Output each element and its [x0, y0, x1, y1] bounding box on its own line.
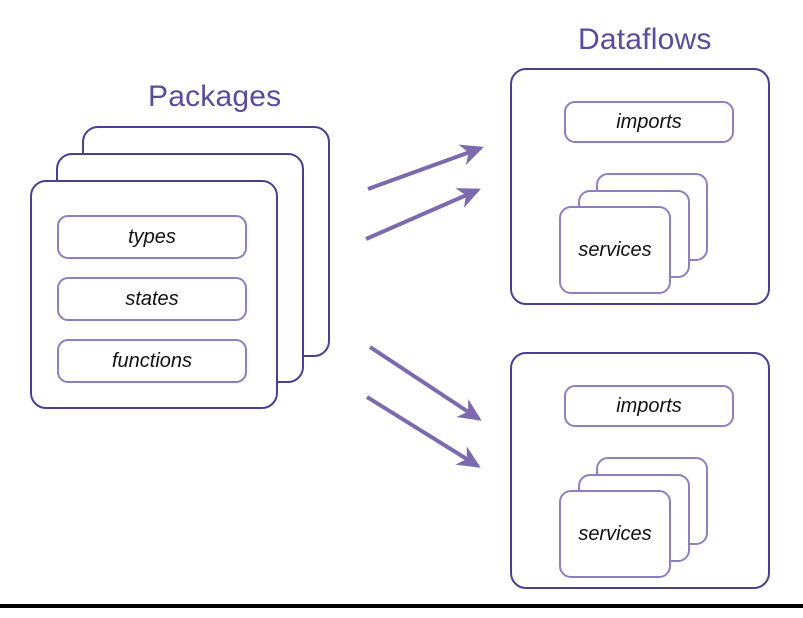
bottom-rule-divider [0, 604, 803, 608]
package-item-states-label: states [125, 288, 179, 310]
packages-to-dataflow-top-2 [365, 188, 481, 241]
package-item-functions-label: functions [111, 350, 193, 372]
dataflow-bottom-box[interactable]: imports services [510, 352, 770, 589]
package-item-types[interactable]: types [57, 215, 247, 259]
packages-to-dataflow-bottom-1 [368, 345, 482, 421]
package-item-types-label: types [128, 226, 176, 248]
dataflow-bottom-services-label: services [578, 523, 652, 545]
packages-to-dataflow-bottom-2 [365, 395, 481, 468]
packages-title: Packages [148, 80, 282, 113]
dataflow-top-services-layer-front[interactable]: services [559, 206, 671, 294]
dataflow-top-services-label: services [578, 239, 652, 261]
package-item-states[interactable]: states [57, 277, 247, 321]
dataflow-top-imports-box[interactable]: imports [564, 101, 734, 143]
dataflow-bottom-imports-label: imports [616, 395, 682, 417]
dataflow-top-box[interactable]: imports services [510, 68, 770, 305]
dataflows-title: Dataflows [578, 23, 712, 56]
dataflow-bottom-imports-box[interactable]: imports [564, 385, 734, 427]
dataflow-top-imports-label: imports [616, 111, 682, 133]
packages-stack-layer-front[interactable]: types states functions [30, 180, 278, 409]
package-item-functions[interactable]: functions [57, 339, 247, 383]
dataflow-bottom-services-layer-front[interactable]: services [559, 490, 671, 578]
packages-to-dataflow-top-1 [367, 144, 485, 191]
